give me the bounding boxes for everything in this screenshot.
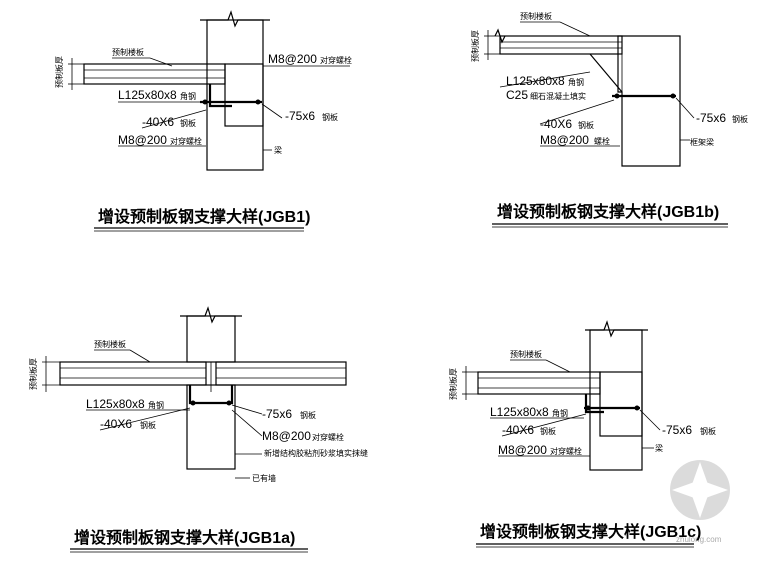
wall: [206, 19, 264, 171]
frame-beam: [617, 35, 681, 167]
angle-steel: [208, 84, 232, 108]
mortar-note: 新增结构胶粘剂砂浆填实抹缝: [264, 448, 368, 458]
plate-75-note: 钢板: [732, 114, 748, 124]
bolt2-note: 对穿螺栓: [170, 136, 202, 146]
angle-note: 角钢: [568, 77, 584, 87]
plate-40-label: -40X6: [142, 115, 174, 129]
wall-label: 已有墙: [252, 473, 276, 483]
slab-thickness-label: 预制板厚: [28, 358, 38, 390]
detail-jgb1: 预制板厚 预制楼板 M8@200 对穿螺栓 L125x80x8 角钢 -40X6…: [54, 10, 352, 232]
beam-label: 框架梁: [690, 137, 714, 147]
wall-upper: [186, 315, 236, 363]
slab-label: 预制楼板: [112, 47, 144, 57]
angle-label: L125x80x8: [506, 74, 565, 88]
plate-40-note: 钢板: [540, 426, 556, 436]
slab-label: 预制楼板: [94, 339, 126, 349]
bolt2-label: M8@200: [540, 133, 589, 147]
angle-note: 角钢: [180, 91, 196, 101]
angle-steel: [188, 385, 234, 405]
watermark: zhulong.com: [670, 460, 730, 544]
bolt2-label: M8@200: [118, 133, 167, 147]
c25-note: 细石混凝土填实: [530, 91, 586, 101]
detail-jgb1b: 预制板厚 预制楼板 L125x80x8 角钢 C25 细石混凝土填实 -75x6…: [470, 11, 748, 228]
plate-40-note: 钢板: [140, 420, 156, 430]
wall: [589, 329, 643, 471]
beam: [224, 63, 264, 127]
plate-75-note: 钢板: [300, 410, 316, 420]
bolt2-note: 对穿螺栓: [550, 446, 582, 456]
plate-40-label: -40X6: [100, 417, 132, 431]
plate-75-label: -75x6: [285, 109, 315, 123]
slab-label: 预制楼板: [520, 11, 552, 21]
angle-label: L125x80x8: [118, 88, 177, 102]
plate-75-note: 钢板: [322, 112, 338, 122]
precast-slab-right: [215, 361, 347, 386]
precast-slab-left: [59, 361, 207, 386]
break-line: [200, 10, 270, 28]
angle-label: L125x80x8: [490, 405, 549, 419]
c25-label: C25: [506, 88, 528, 102]
plate-40-note: 钢板: [180, 118, 196, 128]
precast-slab: [83, 63, 226, 85]
plate-75-label: -75x6: [262, 407, 292, 421]
detail-title: 增设预制板钢支撑大样(JGB1b): [497, 202, 719, 221]
bolt-note: 对穿螺栓: [312, 432, 344, 442]
detail-title: 增设预制板钢支撑大样(JGB1c): [480, 522, 701, 541]
bolt-label: M8@200: [262, 429, 311, 443]
beam-label: 梁: [655, 444, 663, 453]
beam-label: 梁: [274, 146, 282, 155]
slab-thickness-label: 预制板厚: [448, 368, 458, 400]
slab-label: 预制楼板: [510, 349, 542, 359]
bolt2-note: 螺栓: [594, 136, 610, 146]
angle-note: 角钢: [552, 408, 568, 418]
angle-steel: [584, 394, 604, 414]
plate-75-label: -75x6: [696, 111, 726, 125]
bolt-label: M8@200: [268, 52, 317, 66]
slab-thickness-label: 预制板厚: [470, 30, 480, 62]
precast-slab: [499, 35, 623, 55]
plate-40-note: 钢板: [578, 120, 594, 130]
angle-note: 角钢: [148, 400, 164, 410]
plate-75-note: 钢板: [700, 426, 716, 436]
detail-title: 增设预制板钢支撑大样(JGB1a): [74, 528, 295, 547]
detail-title: 增设预制板钢支撑大样(JGB1): [98, 207, 310, 226]
precast-slab: [477, 371, 601, 395]
bolt2-label: M8@200: [498, 443, 547, 457]
existing-wall: [186, 384, 236, 470]
plate-75-label: -75x6: [662, 423, 692, 437]
beam: [599, 371, 643, 437]
plate-40-label: -40X6: [502, 423, 534, 437]
angle-label: L125x80x8: [86, 397, 145, 411]
detail-jgb1c: 预制板厚 预制楼板 L125x80x8 角钢 -40X6 钢板 -75x6 钢板…: [448, 320, 716, 548]
concrete-infill: [589, 53, 623, 93]
bolt-note: 对穿螺栓: [320, 55, 352, 65]
watermark-text: zhulong.com: [676, 535, 722, 544]
detail-jgb1a: 预制板厚 预制楼板 L125x80x8 角钢 -75x6 钢板 -40X6 钢板…: [28, 306, 368, 553]
slab-thickness-label: 预制板厚: [54, 56, 64, 88]
plate-40-label: -40X6: [540, 117, 572, 131]
